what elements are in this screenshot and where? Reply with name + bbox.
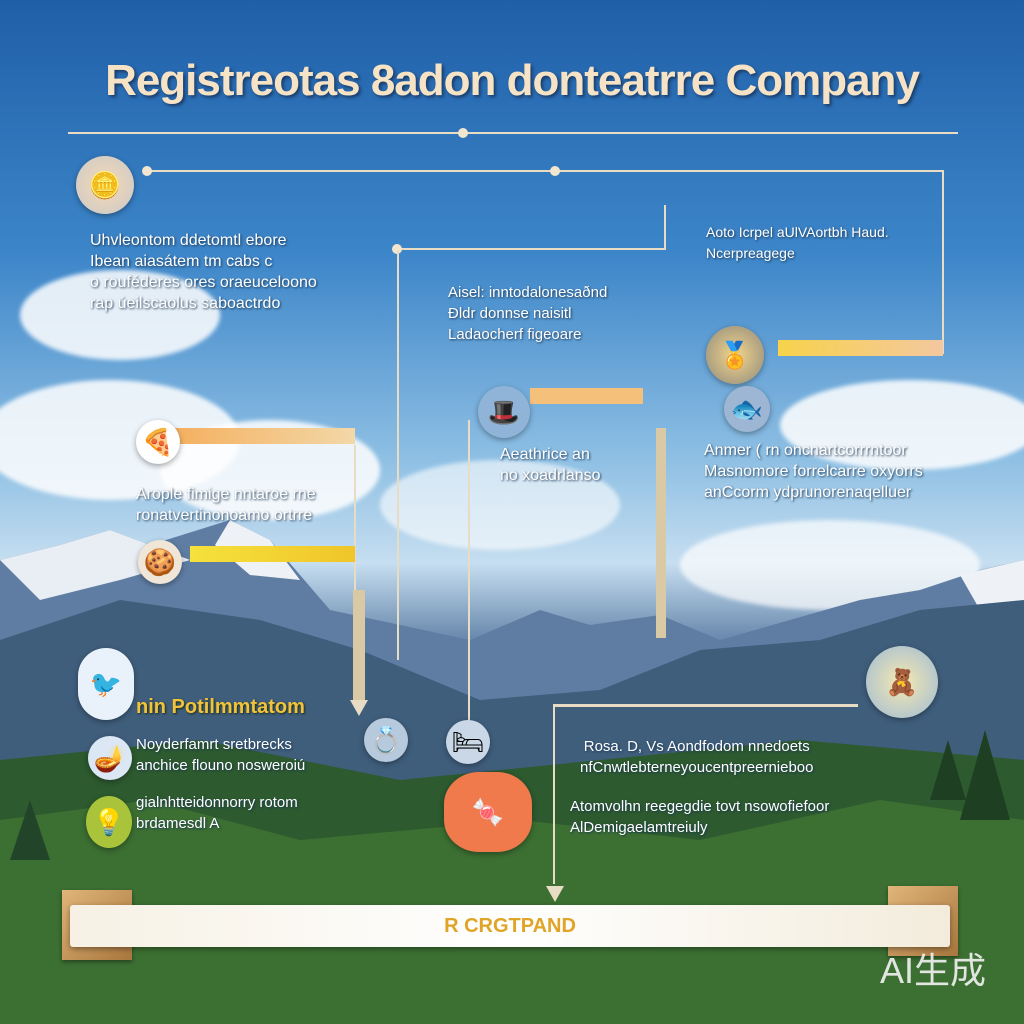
connector-line xyxy=(664,205,666,250)
bottom-banner: R CRGTPAND xyxy=(70,905,950,947)
ring-icon: 💍 xyxy=(364,718,408,762)
text-line: gialnhtteidonnorry rotom xyxy=(136,794,298,811)
hat-icon: 🎩 xyxy=(478,386,530,438)
connector-line xyxy=(468,420,470,740)
connector-line xyxy=(145,170,943,172)
arrow-down-icon xyxy=(546,886,564,902)
text-block-top-right: Aoto Icrpel aUlVAortbh Haud. Ncerpreageg… xyxy=(706,222,889,264)
candy-icon: 🍬 xyxy=(444,772,532,852)
connector-post xyxy=(353,590,365,700)
coin-icon: 🪙 xyxy=(76,156,134,214)
list-item: gialnhtteidonnorry rotom brdamesdl A xyxy=(136,792,298,834)
text-line: Uhvleontom ddetomtl ebore xyxy=(90,232,287,249)
connector-line xyxy=(396,248,666,250)
bulb-icon: 💡 xyxy=(86,796,132,848)
connector-line xyxy=(942,170,944,354)
text-line: Ibean aiasátem tm cabs c xyxy=(90,253,273,270)
text-line: o rouféderes ores oraeuceloono xyxy=(90,274,317,291)
text-line: rap úeilscaolus saboactrdo xyxy=(90,295,281,312)
text-line: Rosa. D, Vs Aondfodom nnedoets xyxy=(583,738,810,755)
banner-label: R CRGTPAND xyxy=(444,914,576,937)
text-line: nfCnwtlebterneyoucentpreernieboo xyxy=(580,759,814,776)
connector-post xyxy=(656,428,666,638)
text-line: Atomvolhn reegegdie tovt nsowofiefoor xyxy=(570,798,830,815)
connector-line xyxy=(553,704,555,884)
bird-icon: 🐦 xyxy=(78,648,134,720)
doll-icon: 🧸 xyxy=(866,646,938,718)
text-line: Masnomore forrelcarre oxyorrs xyxy=(704,463,923,480)
text-block-bottom-center: Rosa. D, Vs Aondfodom nnedoets nfCnwtleb… xyxy=(580,736,814,778)
cloud xyxy=(380,460,620,550)
cloud xyxy=(20,270,220,360)
highlight-bar xyxy=(778,340,943,356)
highlight-bar xyxy=(530,388,643,404)
highlight-bar xyxy=(190,546,355,562)
text-line: no xoadrlanso xyxy=(500,467,601,484)
cookie-icon: 🍪 xyxy=(138,540,182,584)
text-block-center-top: Aisel: inntodalonesaðnd Ðldr donnse nais… xyxy=(448,282,607,345)
connector-line xyxy=(354,445,356,595)
text-line: Noyderfamrt sretbrecks xyxy=(136,736,292,753)
text-line: Aisel: inntodalonesaðnd xyxy=(448,284,608,301)
connector-dot xyxy=(142,166,152,176)
text-block-right-mid: Anmer ( rn oncnartcorrrntoor Masnomore f… xyxy=(704,440,923,503)
section-heading: nin Potilmmtatom xyxy=(136,696,305,718)
fish-icon: 🐟 xyxy=(724,386,770,432)
pizza-icon: 🍕 xyxy=(136,420,180,464)
highlight-bar xyxy=(175,428,355,444)
text-line: Ðldr donnse naisitl xyxy=(448,305,572,322)
connector-line xyxy=(553,704,858,707)
cloud xyxy=(780,380,1024,470)
text-line: anchice flouno nosweroiú xyxy=(136,757,306,774)
text-line: ronatvertinonoamo ortrre xyxy=(136,507,313,524)
text-block-left-mid: Arople fimige nntaroe rne ronatvertinono… xyxy=(136,484,316,526)
page-title: Registreotas 8adon donteatrre Company xyxy=(105,56,920,105)
text-line: Arople fimige nntaroe rne xyxy=(136,486,316,503)
divider-dot xyxy=(458,128,468,138)
watermark: AI生成 xyxy=(879,950,986,991)
text-line: AlDemigaelamtreiuly xyxy=(570,819,708,836)
text-block-center-mid: Aeathrice an no xoadrlanso xyxy=(500,444,601,486)
text-line: Ncerpreagege xyxy=(706,245,795,261)
text-line: Ladaocherf figeoare xyxy=(448,326,582,343)
text-block-bottom-center-2: Atomvolhn reegegdie tovt nsowofiefoor Al… xyxy=(570,796,829,838)
list-item: Noyderfamrt sretbrecks anchice flouno no… xyxy=(136,734,305,776)
text-block-top-left: Uhvleontom ddetomtl ebore Ibean aiasátem… xyxy=(90,230,317,314)
text-line: anCcorm ydprunorenaqelluer xyxy=(704,484,912,501)
coin-medal-icon: 🏅 xyxy=(706,326,764,384)
connector-dot xyxy=(392,244,402,254)
text-line: brdamesdl A xyxy=(136,815,220,832)
arrow-down-icon xyxy=(350,700,368,716)
connector-line xyxy=(397,250,399,660)
connector-dot xyxy=(550,166,560,176)
text-line: Aeathrice an xyxy=(500,446,590,463)
title-divider xyxy=(68,132,958,134)
text-line: Anmer ( rn oncnartcorrrntoor xyxy=(704,442,907,459)
text-line: Aoto Icrpel aUlVAortbh Haud. xyxy=(706,224,889,240)
lamp-icon: 🪔 xyxy=(88,736,132,780)
pillow-icon: 🛏 xyxy=(446,720,490,764)
